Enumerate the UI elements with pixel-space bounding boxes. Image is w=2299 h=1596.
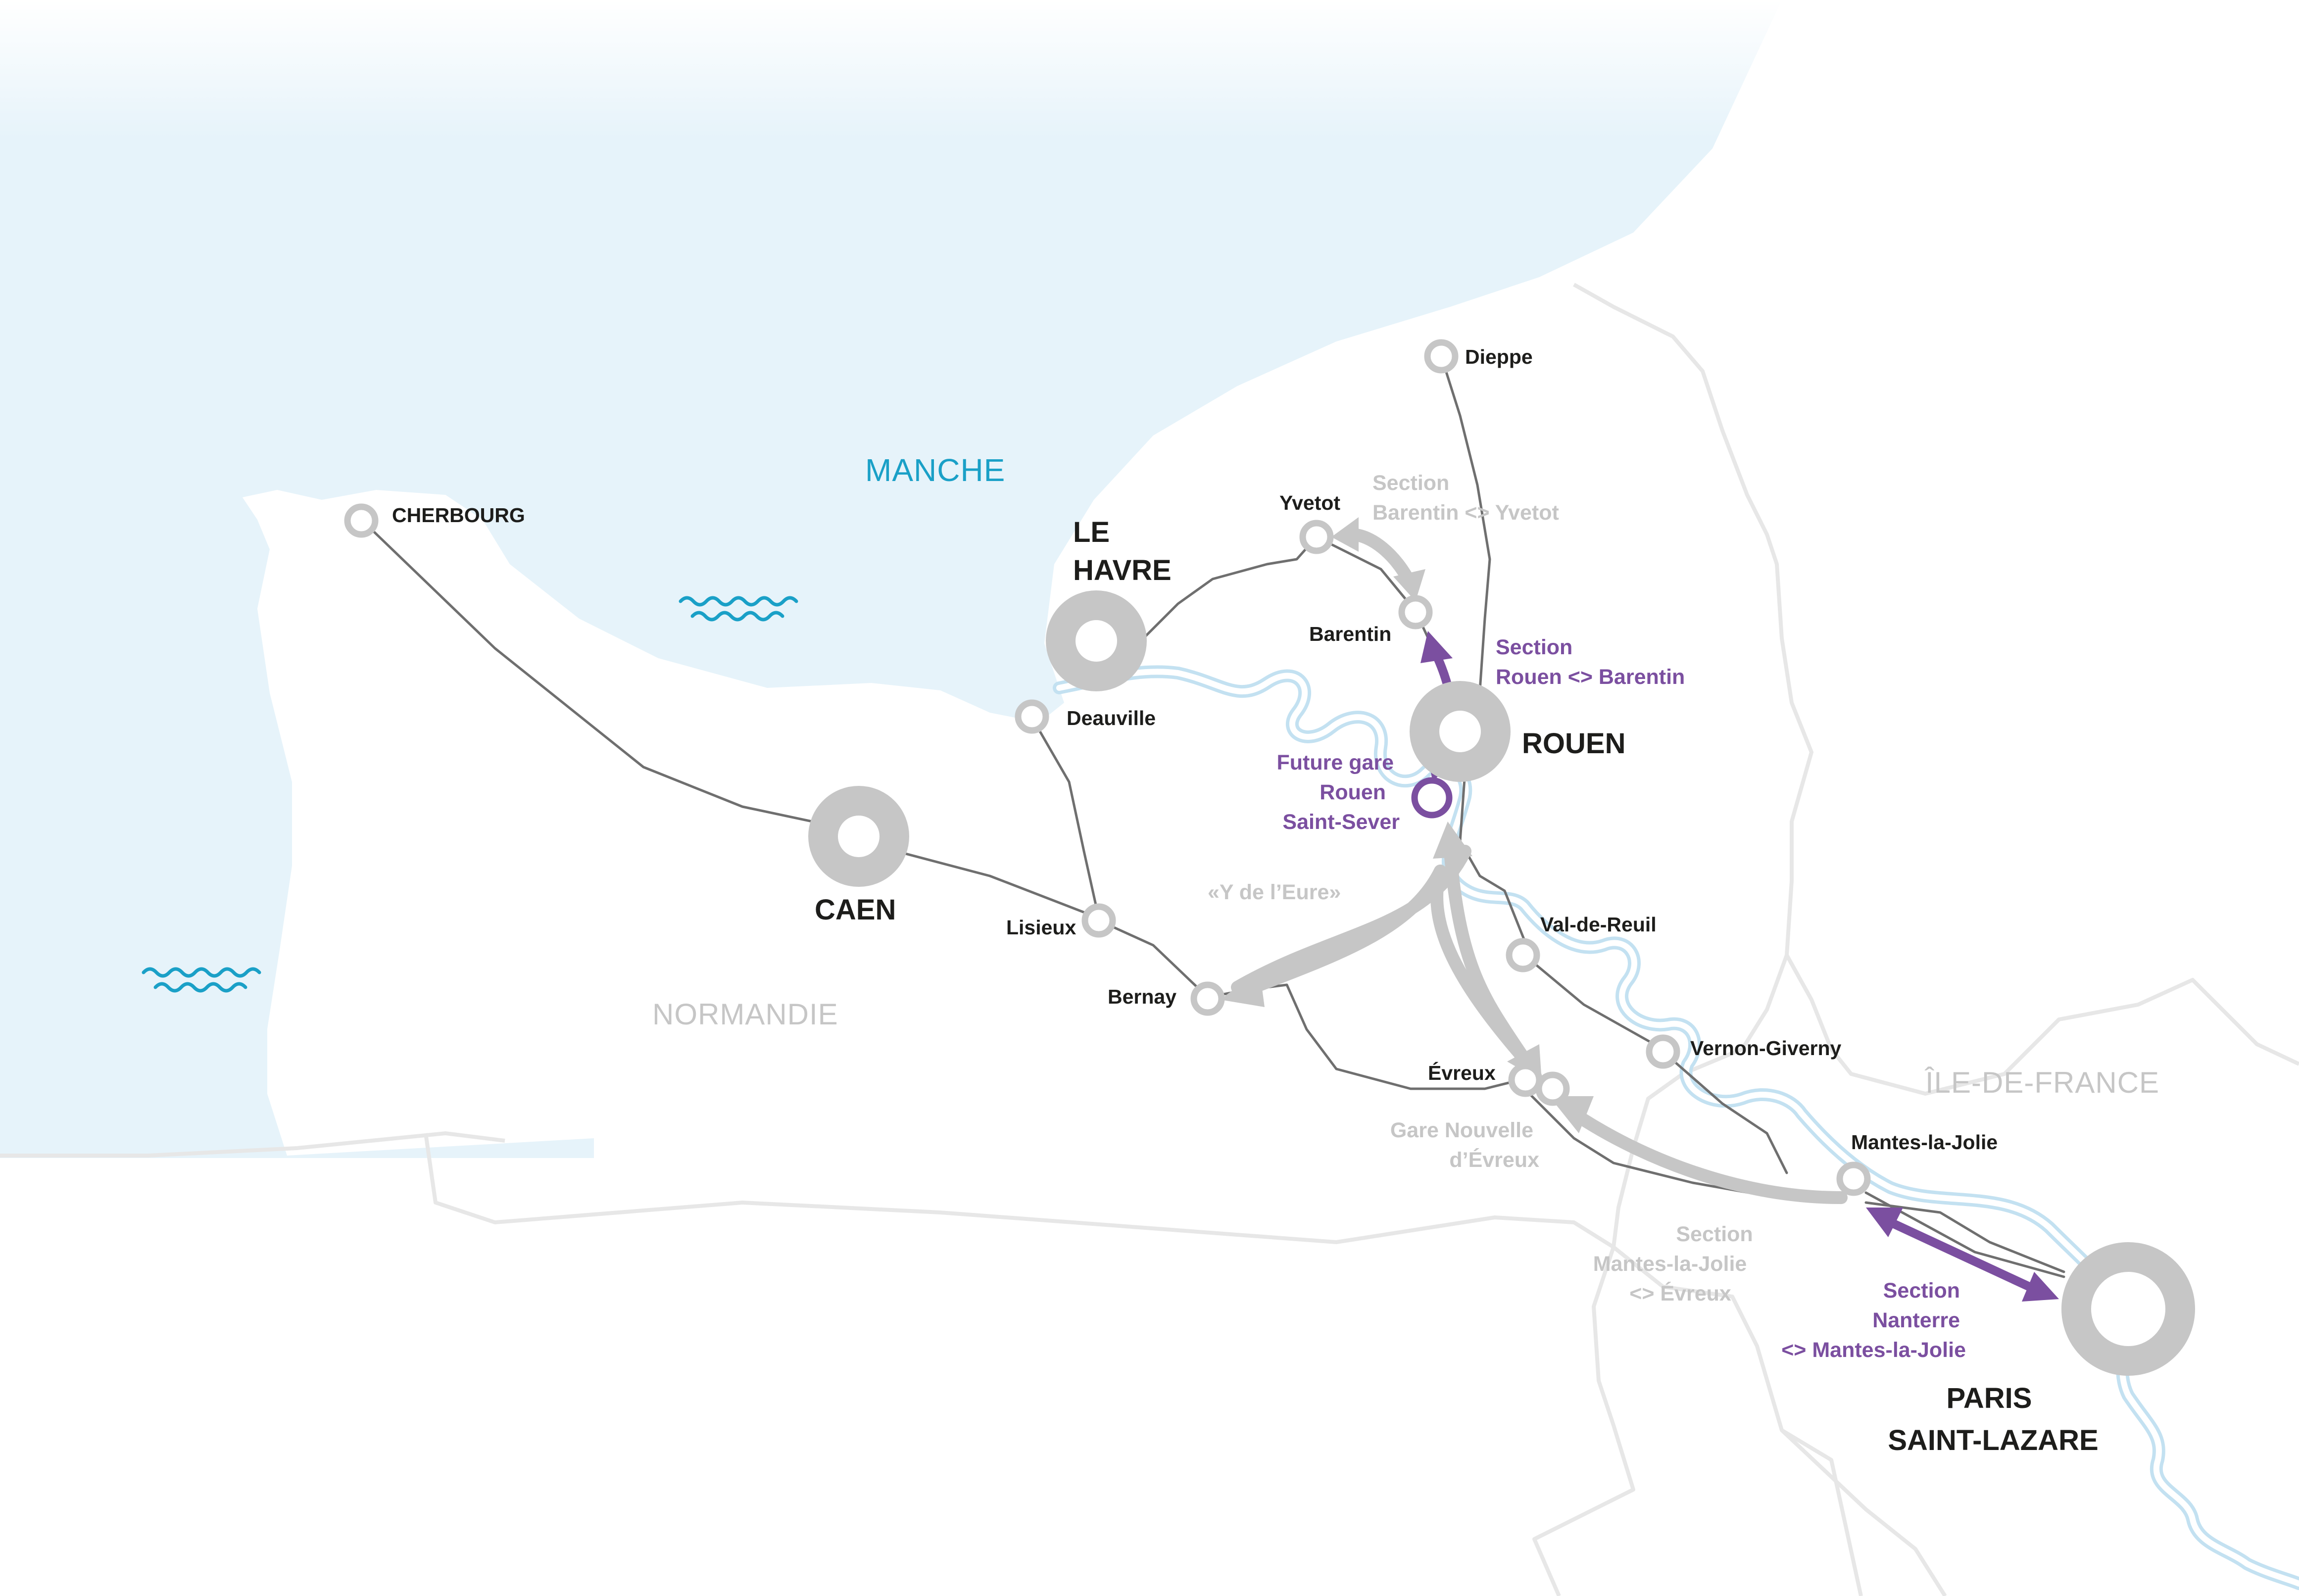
label-y-de-l-eure: «Y de l’Eure» — [1208, 880, 1341, 904]
rail-line-valdereuil-vernon — [1523, 954, 1664, 1051]
station-marker-le-havre — [1046, 590, 1147, 691]
rail-line-lisieux-bernay — [1097, 919, 1209, 999]
arrow-y-eure-up — [1231, 845, 1531, 1065]
label-le-havre: LE HAVRE — [1073, 516, 1172, 586]
label-evreux: Évreux — [1428, 1062, 1496, 1084]
region-borders — [0, 283, 2299, 1596]
station-marker-rouen-saint-sever — [1411, 777, 1453, 819]
label-section-mantes-evreux: Section Mantes-la-Jolie <> Évreux — [1593, 1222, 1759, 1306]
station-marker-dieppe — [1424, 339, 1459, 374]
sea-label: MANCHE — [865, 452, 1005, 488]
station-marker-evreux — [1508, 1063, 1543, 1097]
label-dieppe: Dieppe — [1465, 345, 1533, 368]
station-marker-paris — [2061, 1242, 2195, 1376]
label-cherbourg: CHERBOURG — [392, 504, 525, 527]
rail-line-deauville-lisieux — [1030, 716, 1100, 919]
station-marker-gare-nouvelle-evreux — [1535, 1071, 1570, 1106]
project-arrows-grey — [1220, 517, 1848, 1204]
rail-line-dieppe-rouen — [1440, 355, 1491, 692]
station-marker-vernon — [1646, 1034, 1680, 1069]
label-section-barentin-yvetot: Section Barentin <> Yvetot — [1372, 471, 1559, 525]
cotentin-peninsula — [243, 490, 594, 1156]
label-section-rouen-barentin: Section Rouen <> Barentin — [1496, 635, 1685, 689]
station-marker-cherbourg — [344, 503, 379, 538]
label-paris: PARIS SAINT-LAZARE — [1888, 1382, 2098, 1456]
stations — [344, 339, 2195, 1376]
label-bernay: Bernay — [1108, 985, 1176, 1008]
rail-line-cherbourg-caen — [360, 518, 860, 833]
label-lisieux: Lisieux — [1006, 916, 1076, 939]
rail-line-vernon-mantes — [1662, 1050, 1788, 1174]
waves-icon — [679, 596, 798, 622]
region-label-ile-de-france: ÎLE-DE-FRANCE — [1924, 1066, 2159, 1099]
label-deauville: Deauville — [1067, 707, 1156, 729]
station-marker-rouen — [1410, 681, 1511, 782]
label-valdereuil: Val-de-Reuil — [1540, 913, 1657, 936]
rail-line-rouen-valdereuil — [1459, 771, 1526, 942]
label-section-nanterre-mantes: Section Nanterre <> Mantes-la-Jolie — [1781, 1279, 1966, 1362]
station-marker-barentin — [1398, 595, 1433, 629]
station-marker-deauville — [1015, 699, 1049, 734]
arrow-mantes-evreux — [1567, 1107, 1848, 1204]
label-vernon: Vernon-Giverny — [1690, 1037, 1842, 1060]
station-marker-caen — [808, 786, 909, 887]
label-future-gare-saint-sever: Future gare Rouen Saint-Sever — [1277, 751, 1400, 834]
station-marker-bernay — [1190, 981, 1225, 1016]
label-gare-nouvelle-evreux: Gare Nouvelle d’Évreux — [1390, 1118, 1539, 1172]
arrow-nanterre-mantes — [1886, 1218, 2034, 1291]
waves-icon — [142, 967, 261, 993]
region-label-normandie: NORMANDIE — [652, 998, 838, 1031]
station-marker-mantes — [1836, 1161, 1871, 1196]
station-marker-lisieux — [1081, 903, 1116, 938]
label-mantes: Mantes-la-Jolie — [1851, 1131, 1998, 1154]
label-yvetot: Yvetot — [1279, 491, 1340, 514]
label-caen: CAEN — [815, 894, 896, 926]
rail-line-lehavre-yvetot — [1142, 535, 1318, 640]
station-marker-valdereuil — [1506, 938, 1540, 972]
label-rouen: ROUEN — [1522, 727, 1625, 760]
station-marker-yvetot — [1299, 520, 1334, 554]
label-barentin: Barentin — [1309, 623, 1391, 645]
